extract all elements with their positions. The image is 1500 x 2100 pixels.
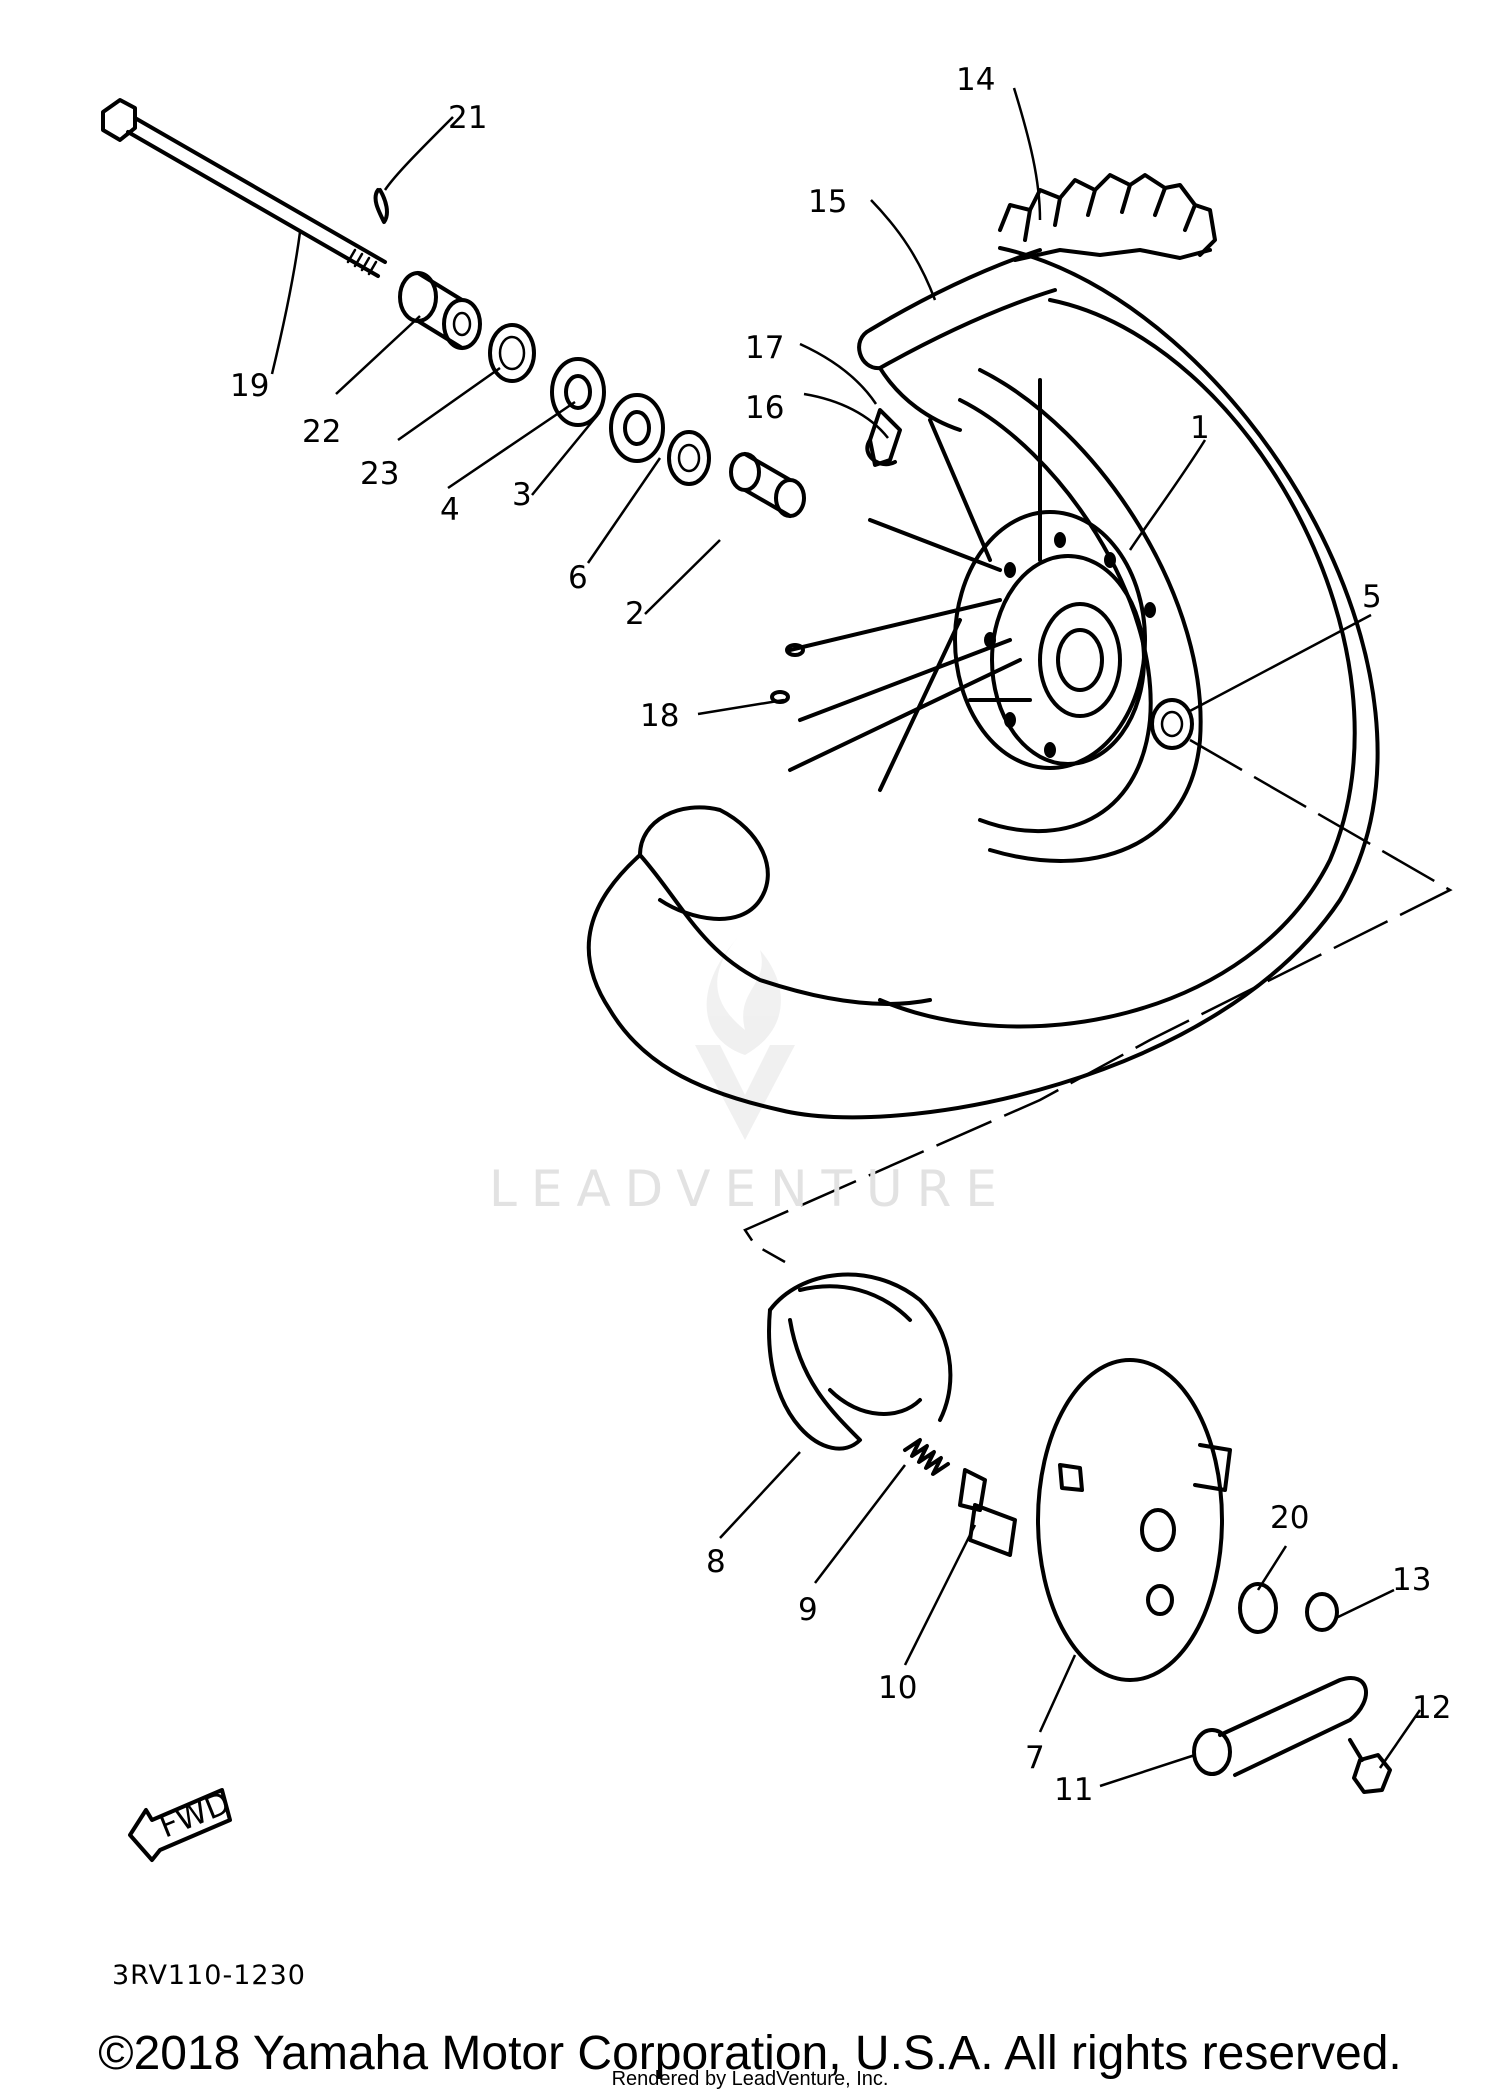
hub-1 [953, 510, 1156, 770]
diagram-code: 3RV110-1230 [112, 1960, 306, 1991]
callout-21: 21 [448, 100, 487, 136]
callout-12: 12 [1412, 1690, 1451, 1726]
tube-15 [857, 248, 1057, 432]
callout-23: 23 [360, 456, 399, 492]
callout-2: 2 [625, 596, 645, 632]
brake-camshaft-10 [958, 1468, 1017, 1557]
cotter-pin-21 [373, 188, 389, 224]
copyright-text: ©2018 Yamaha Motor Corporation, U.S.A. A… [98, 2027, 1402, 2080]
seal-5 [1150, 698, 1194, 750]
callout-labels: 1 2 3 4 5 6 7 8 9 10 11 12 13 14 15 16 1… [230, 62, 1451, 1808]
bearing-4 [550, 357, 606, 427]
nut-13 [1305, 1592, 1339, 1632]
seal-23 [488, 323, 536, 383]
leader-lines [270, 87, 1422, 1788]
brake-shoe-plate-7 [1036, 1358, 1232, 1682]
callout-10: 10 [878, 1670, 917, 1706]
callout-6: 6 [568, 560, 588, 596]
valve-17 [868, 408, 902, 467]
watermark-logo [695, 935, 795, 1140]
valve-cap-16 [865, 438, 897, 467]
collar-20 [1238, 1582, 1278, 1634]
callout-15: 15 [808, 184, 847, 220]
callout-1: 1 [1190, 410, 1210, 446]
callout-22: 22 [302, 414, 341, 450]
callout-16: 16 [745, 390, 784, 426]
nipples-18 [770, 643, 805, 704]
callout-14: 14 [956, 62, 995, 98]
spacer-2 [729, 452, 806, 518]
callout-5: 5 [1362, 579, 1382, 615]
callout-8: 8 [706, 1544, 726, 1580]
callout-4: 4 [440, 492, 460, 528]
callout-11: 11 [1054, 1772, 1093, 1808]
axle-19 [101, 98, 387, 278]
callout-3: 3 [512, 477, 532, 513]
bolt-12 [1348, 1738, 1392, 1794]
callout-18: 18 [640, 698, 679, 734]
rim-and-spokes [788, 368, 1203, 863]
callout-19: 19 [230, 368, 269, 404]
rendered-by-text: Rendered by LeadVenture, Inc. [611, 2068, 889, 2090]
forward-arrow-icon: FWD [128, 1785, 235, 1862]
brake-shoe-8 [767, 1272, 953, 1451]
bearing-3 [609, 393, 665, 463]
callout-9: 9 [798, 1592, 818, 1628]
brake-cam-lever-11 [1192, 1676, 1368, 1777]
callout-20: 20 [1270, 1500, 1309, 1536]
callout-17: 17 [745, 330, 784, 366]
watermark-text: LEADVENTURE [489, 1160, 1011, 1218]
callout-7: 7 [1025, 1740, 1045, 1776]
tread-blocks [998, 173, 1217, 262]
collar-22 [398, 271, 482, 350]
seal-6 [667, 430, 711, 486]
callout-13: 13 [1392, 1562, 1431, 1598]
spring-9 [903, 1438, 950, 1476]
